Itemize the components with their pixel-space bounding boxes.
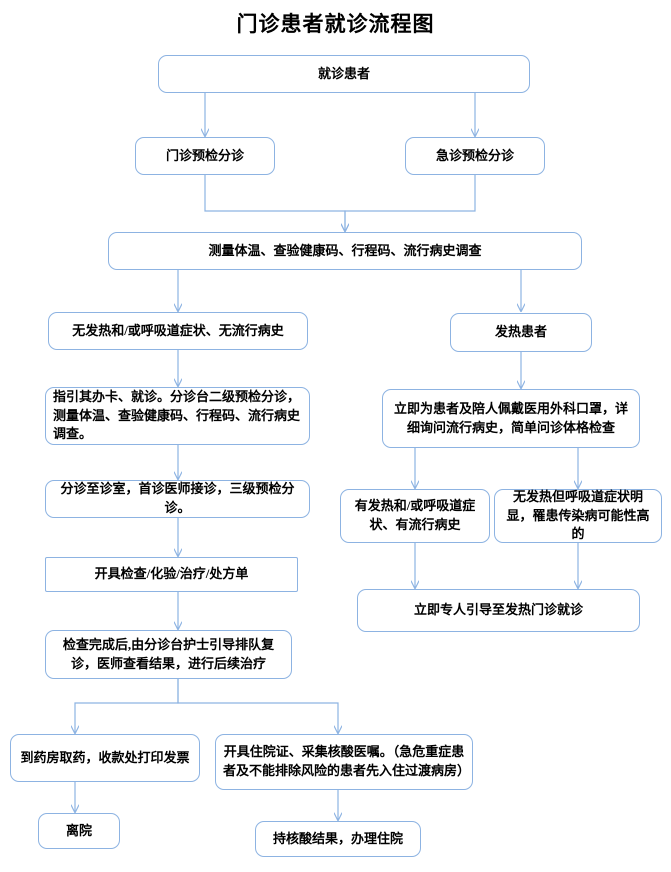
node-start-label: 就诊患者 (317, 65, 370, 81)
node-outpatient-triage[interactable]: 门诊预检分诊 (135, 137, 275, 175)
node-pharmacy[interactable]: 到药房取药，收款处打印发票 (10, 734, 200, 782)
node-after-exam-label: 检查完成后,由分诊台护士引导排队复诊，医师查看结果，进行后续治疗 (62, 636, 275, 671)
node-fever-clinic[interactable]: 立即专人引导至发热门诊就诊 (357, 589, 640, 632)
node-emergency-triage[interactable]: 急诊预检分诊 (405, 137, 545, 175)
node-do-admission[interactable]: 持核酸结果，办理住院 (255, 821, 421, 857)
node-guide-card-label: 指引其办卡、就诊。分诊台二级预检分诊，测量体温、查验健康码、行程码、流行病史调查… (53, 388, 301, 442)
node-screening-label: 测量体温、查验健康码、行程码、流行病史调查 (208, 242, 482, 258)
node-do-admission-label: 持核酸结果，办理住院 (272, 830, 403, 846)
node-pharmacy-label: 到药房取药，收款处打印发票 (20, 749, 190, 765)
node-leave-hospital[interactable]: 离院 (38, 813, 120, 849)
node-mask-history-label: 立即为患者及陪人佩戴医用外科口罩，详细询问流行病史，简单问诊体格检查 (393, 400, 628, 435)
node-emergency-triage-label: 急诊预检分诊 (435, 147, 514, 163)
node-no-fever[interactable]: 无发热和/或呼吸道症状、无流行病史 (48, 312, 308, 350)
node-after-exam[interactable]: 检查完成后,由分诊台护士引导排队复诊，医师查看结果，进行后续治疗 (45, 630, 292, 679)
node-has-fever-history[interactable]: 有发热和/或呼吸道症状、有流行病史 (340, 489, 490, 543)
node-guide-card[interactable]: 指引其办卡、就诊。分诊台二级预检分诊，测量体温、查验健康码、行程码、流行病史调查… (45, 387, 310, 445)
node-screening[interactable]: 测量体温、查验健康码、行程码、流行病史调查 (108, 232, 582, 270)
node-admission-order[interactable]: 开具住院证、采集核酸医嘱。（急危重症患者及不能排除风险的患者先入住过渡病房） (215, 734, 473, 790)
node-admission-order-label: 开具住院证、采集核酸医嘱。（急危重症患者及不能排除风险的患者先入住过渡病房） (223, 744, 471, 778)
edge-afterexam-pharmacy (75, 679, 179, 733)
node-triage-to-room-label: 分诊至诊室，首诊医师接诊，三级预检分诊。 (60, 481, 295, 515)
node-issue-orders-label: 开具检查/化验/治疗/处方单 (94, 566, 249, 582)
edge-emergency-screening (345, 175, 476, 231)
edge-afterexam-admission (177, 679, 338, 733)
node-fever-patient[interactable]: 发热患者 (450, 313, 592, 352)
node-mask-history[interactable]: 立即为患者及陪人佩戴医用外科口罩，详细询问流行病史，简单问诊体格检查 (382, 389, 640, 448)
node-leave-hospital-label: 离院 (65, 822, 92, 838)
node-fever-patient-label: 发热患者 (494, 324, 547, 340)
node-no-fever-resp[interactable]: 无发热但呼吸道症状明显，罹患传染病可能性高的 (494, 489, 662, 543)
node-outpatient-triage-label: 门诊预检分诊 (165, 147, 244, 163)
edge-outpatient-screening (204, 175, 345, 231)
node-no-fever-resp-label: 无发热但呼吸道症状明显，罹患传染病可能性高的 (506, 488, 650, 542)
node-issue-orders[interactable]: 开具检查/化验/治疗/处方单 (45, 557, 298, 592)
node-triage-to-room[interactable]: 分诊至诊室，首诊医师接诊，三级预检分诊。 (45, 480, 310, 518)
node-start[interactable]: 就诊患者 (158, 55, 530, 93)
page-title: 门诊患者就诊流程图 (236, 12, 435, 36)
node-no-fever-label: 无发热和/或呼吸道症状、无流行病史 (72, 322, 284, 338)
node-has-fever-history-label: 有发热和/或呼吸道症状、有流行病史 (354, 498, 476, 532)
node-fever-clinic-label: 立即专人引导至发热门诊就诊 (413, 602, 583, 618)
